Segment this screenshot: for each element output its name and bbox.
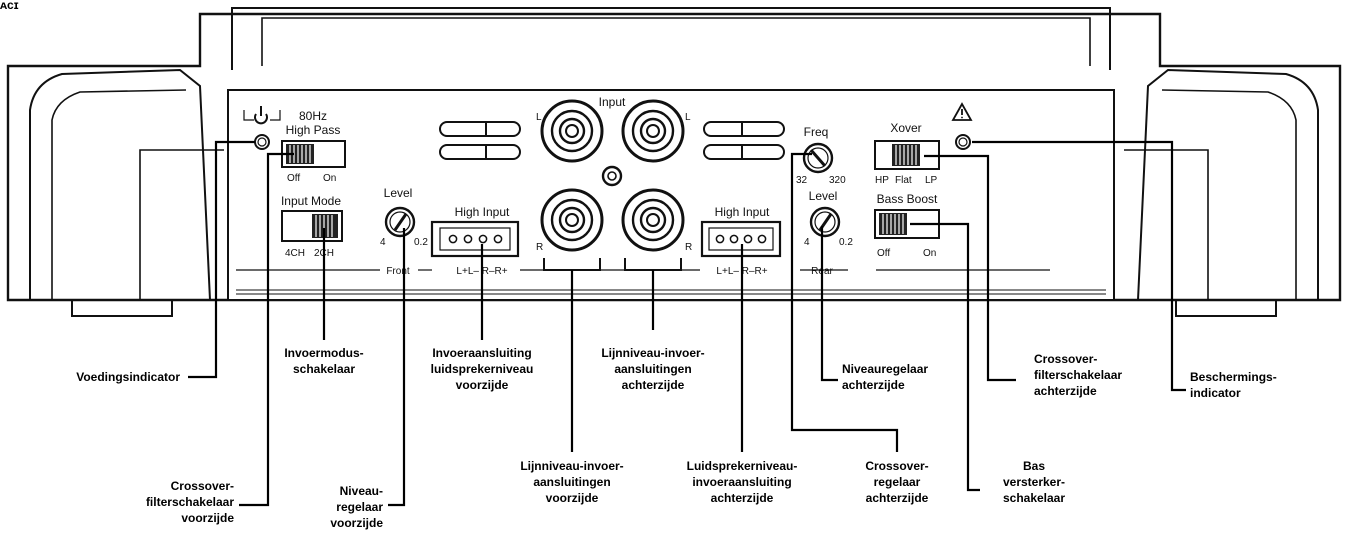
callout-level-front-line-3: voorzijde <box>330 516 383 530</box>
callout-speaker-rear-line-2: invoeraansluiting <box>692 475 791 489</box>
callout-input-mode: Invoermodus- schakelaar <box>284 346 363 376</box>
input-mode-label: Input Mode <box>281 194 341 208</box>
callout-freq-rear-line-1: Crossover- <box>865 459 928 473</box>
callout-freq-rear-line-3: achterzijde <box>866 491 929 505</box>
xover-lp-label: LP <box>925 175 938 186</box>
ground-post <box>601 165 623 187</box>
level-rear-max: 0.2 <box>839 237 853 248</box>
freq-label: Freq <box>804 125 829 139</box>
bass-boost-label: Bass Boost <box>877 192 938 206</box>
xover-label: Xover <box>890 121 921 135</box>
callout-power-line-1: Voedingsindicator <box>76 370 180 384</box>
input-r-left: R <box>536 242 543 253</box>
callout-line-front-line-1: Lijnniveau-invoer- <box>520 459 623 473</box>
callout-level-front-line-1: Niveau- <box>340 484 383 498</box>
level-front-max: 0.2 <box>414 237 428 248</box>
input-label: Input <box>599 95 626 109</box>
callout-xover-rear-line-1: Crossover- <box>1034 352 1097 366</box>
level-rear-knob[interactable] <box>809 206 841 238</box>
callout-protect-line-2: indicator <box>1190 386 1241 400</box>
level-front-knob[interactable] <box>384 206 416 238</box>
hp-on-label: On <box>323 173 336 184</box>
callout-bass-boost-line-1: Bas <box>1023 459 1045 473</box>
callout-speaker-front-line-1: Invoeraansluiting <box>432 346 531 360</box>
mode-4ch-label: 4CH <box>285 248 305 259</box>
input-mode-switch[interactable] <box>281 210 343 242</box>
callout-line-front-line-3: voorzijde <box>546 491 599 505</box>
front-label: Front <box>386 266 410 277</box>
xover-flat-label: Flat <box>895 175 912 186</box>
level-rear-label: Level <box>809 189 838 203</box>
callout-input-mode-line-1: Invoermodus- <box>284 346 363 360</box>
callout-xover-rear-line-3: achterzijde <box>1034 384 1097 398</box>
callout-xover-front-line-1: Crossover- <box>171 479 234 493</box>
hp-label: High Pass <box>286 123 341 137</box>
callout-speaker-front-line-2: luidsprekerniveau <box>431 362 534 376</box>
callout-speaker-front: Invoeraansluiting luidsprekerniveau voor… <box>431 346 534 392</box>
protection-indicator <box>951 102 973 150</box>
callout-xover-front-line-3: voorzijde <box>181 511 234 525</box>
callout-bass-boost-line-2: versterker- <box>1003 475 1065 489</box>
vent-slots-left <box>439 121 521 160</box>
callout-level-front: Niveau- regelaar voorzijde <box>330 484 383 530</box>
callout-level-front-line-2: regelaar <box>336 500 383 514</box>
input-r-right: R <box>685 242 692 253</box>
bb-off-label: Off <box>877 248 890 259</box>
callout-xover-front: Crossover- filterschakelaar voorzijde <box>146 479 234 525</box>
level-front-label: Level <box>384 186 413 200</box>
callout-line-rear-line-2: aansluitingen <box>614 362 691 376</box>
callout-speaker-front-line-3: voorzijde <box>456 378 509 392</box>
callout-speaker-rear: Luidsprekerniveau- invoeraansluiting ach… <box>687 459 798 505</box>
power-icon <box>254 106 268 125</box>
input-l-left: L <box>536 112 542 123</box>
callout-line-rear-line-1: Lijnniveau-invoer- <box>601 346 704 360</box>
callout-line-front: Lijnniveau-invoer- aansluitingen voorzij… <box>520 459 623 505</box>
xover-hp-label: HP <box>875 175 889 186</box>
high-input-rear-label: High Input <box>715 205 770 219</box>
high-input-front-label: High Input <box>455 205 510 219</box>
vent-slots-right <box>703 121 785 160</box>
freq-knob[interactable] <box>802 142 834 174</box>
callout-line-rear-line-3: achterzijde <box>622 378 685 392</box>
callout-protect-line-1: Beschermings- <box>1190 370 1277 384</box>
hp-freq-label: 80Hz <box>299 109 327 123</box>
warning-icon <box>951 102 973 121</box>
callout-level-rear: Niveauregelaar achterzijde <box>842 362 928 392</box>
xover-switch[interactable] <box>874 140 940 170</box>
callout-level-rear-line-1: Niveauregelaar <box>842 362 928 376</box>
callout-input-mode-line-2: schakelaar <box>293 362 355 376</box>
bb-on-label: On <box>923 248 936 259</box>
callout-xover-front-line-2: filterschakelaar <box>146 495 234 509</box>
callout-line-front-line-2: aansluitingen <box>533 475 610 489</box>
corner-fragment: ᴀᴄɪ <box>0 0 19 12</box>
level-front-min: 4 <box>380 237 386 248</box>
callout-freq-rear: Crossover- regelaar achterzijde <box>865 459 928 505</box>
rca-rear-left[interactable] <box>621 99 685 163</box>
rca-front-left[interactable] <box>540 99 604 163</box>
callout-freq-rear-line-2: regelaar <box>874 475 921 489</box>
callout-speaker-rear-line-1: Luidsprekerniveau- <box>687 459 798 473</box>
callout-line-rear: Lijnniveau-invoer- aansluitingen achterz… <box>601 346 704 392</box>
freq-min: 32 <box>796 175 808 186</box>
callout-protect: Beschermings- indicator <box>1190 370 1277 400</box>
callout-speaker-rear-line-3: achterzijde <box>711 491 774 505</box>
callout-xover-rear-line-2: filterschakelaar <box>1034 368 1122 382</box>
input-l-right: L <box>685 112 691 123</box>
callout-level-rear-line-2: achterzijde <box>842 378 905 392</box>
rca-rear-right[interactable] <box>621 188 685 252</box>
callout-bass-boost-line-3: schakelaar <box>1003 491 1065 505</box>
high-input-front-connector[interactable] <box>430 220 520 258</box>
callout-xover-rear: Crossover- filterschakelaar achterzijde <box>1034 352 1122 398</box>
rca-front-right[interactable] <box>540 188 604 252</box>
freq-max: 320 <box>829 175 846 186</box>
bass-boost-switch[interactable] <box>874 209 940 239</box>
callout-bass-boost: Bas versterker- schakelaar <box>1003 459 1065 505</box>
leader-lines <box>188 140 1186 507</box>
hp-off-label: Off <box>287 173 300 184</box>
level-rear-min: 4 <box>804 237 810 248</box>
callout-power: Voedingsindicator <box>76 370 180 384</box>
